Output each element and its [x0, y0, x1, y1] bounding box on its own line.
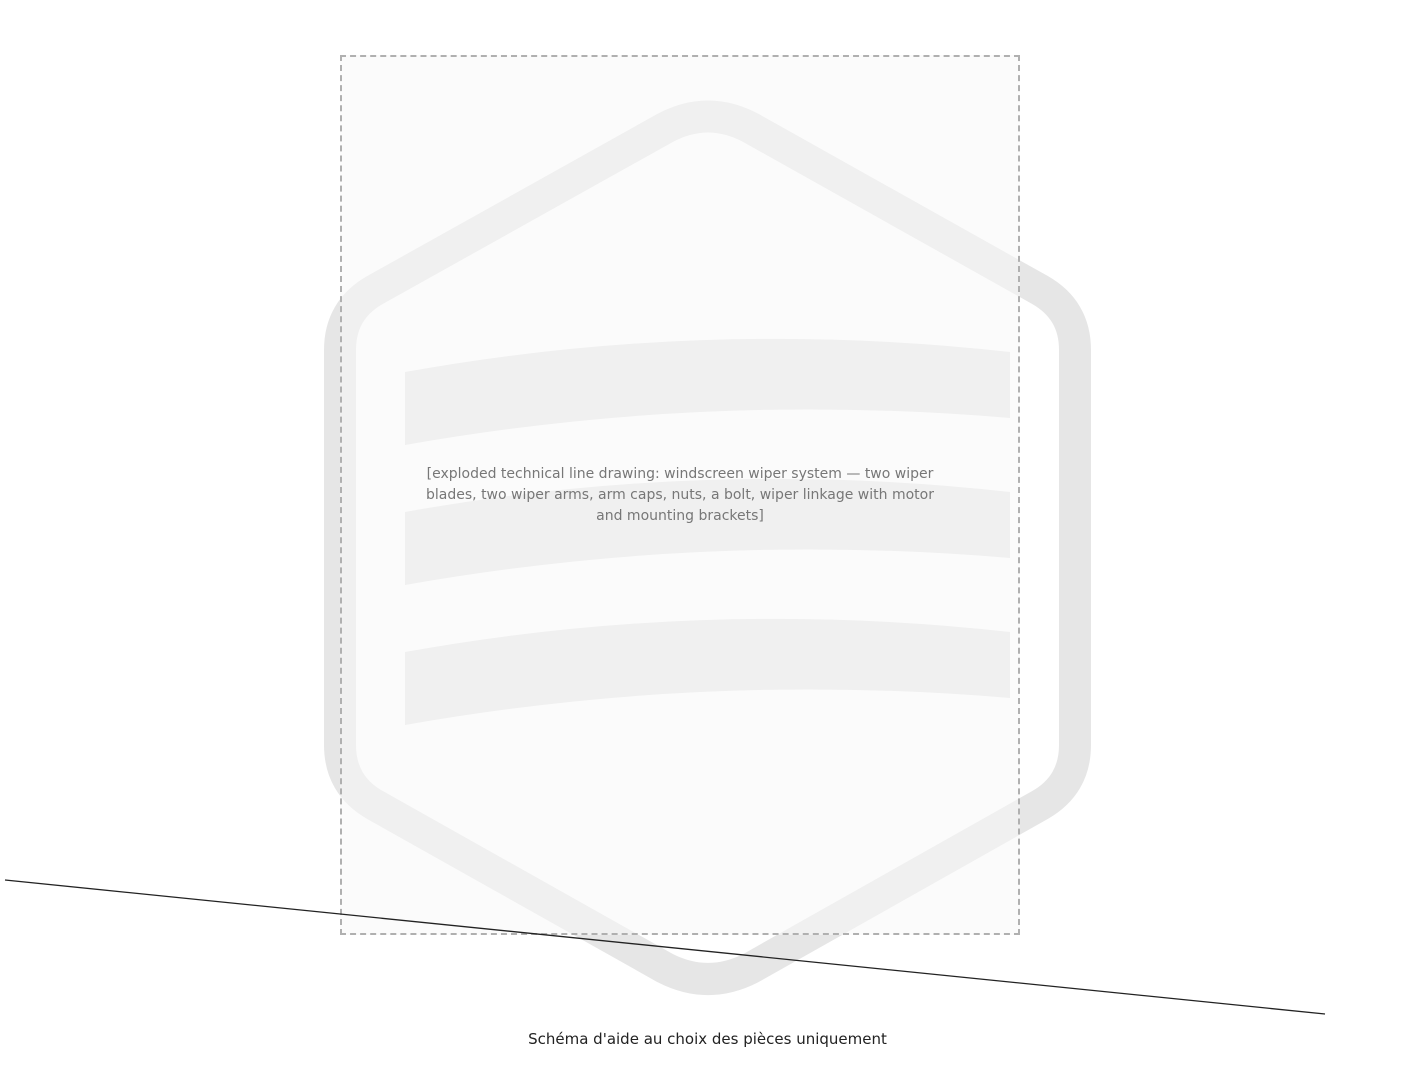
wiper-system-diagram: [exploded technical line drawing: windsc… — [340, 55, 1020, 935]
diagram-caption: Schéma d'aide au choix des pièces unique… — [528, 1030, 887, 1048]
diagram-placeholder-label: [exploded technical line drawing: windsc… — [426, 465, 934, 524]
